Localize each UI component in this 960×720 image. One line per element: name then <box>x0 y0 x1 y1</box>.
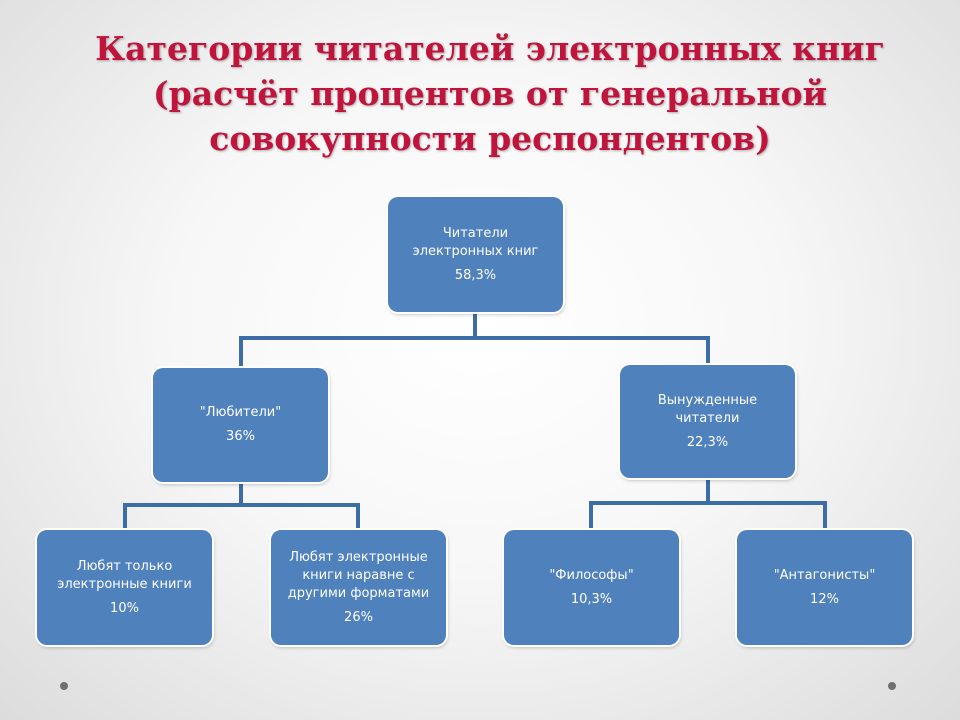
connector <box>823 501 827 530</box>
node-label: Читатели <box>442 225 509 241</box>
node-value: 10,3% <box>570 591 613 607</box>
node-antagonists: "Антагонисты" 12% <box>737 530 912 645</box>
connector <box>589 501 827 505</box>
node-label: другими форматами <box>287 585 430 601</box>
connector <box>356 503 360 530</box>
node-label: электронных книг <box>412 243 539 259</box>
node-label: "Философы" <box>549 567 634 583</box>
node-label: книги наравне с <box>302 567 415 583</box>
node-label: "Любители" <box>199 405 282 420</box>
node-value: 10% <box>110 600 139 616</box>
decorative-dot <box>888 682 896 690</box>
node-label: Вынужденные <box>657 392 758 408</box>
connector <box>589 501 593 530</box>
node-label: электронные книги <box>57 576 192 592</box>
node-value: 58,3% <box>454 267 497 283</box>
title-line: Категории читателей электронных книг <box>95 29 885 68</box>
node-philosophers: "Философы" 10,3% <box>504 530 679 645</box>
node-equal-formats: Любят электронные книги наравне с другим… <box>271 530 446 645</box>
node-label: "Антагонисты" <box>773 567 876 583</box>
slide-title: Категории читателей электронных книг (ра… <box>90 26 890 161</box>
decorative-dot <box>60 682 68 690</box>
connector <box>239 482 243 507</box>
node-value: 12% <box>810 591 839 607</box>
connector <box>239 336 710 340</box>
node-value: 22,3% <box>686 434 729 450</box>
title-line: совокупности респондентов) <box>209 119 771 158</box>
node-label: Любят электронные <box>289 549 428 565</box>
node-only-ebooks: Любят только электронные книги 10% <box>37 530 212 645</box>
connector <box>706 478 710 503</box>
node-label: читатели <box>675 410 740 426</box>
title-line: (расчёт процентов от генеральной <box>153 74 827 113</box>
node-value: 26% <box>344 609 373 625</box>
connector <box>473 312 477 340</box>
node-label: Любят только <box>76 558 173 574</box>
node-lovers: "Любители" 36% <box>153 368 328 482</box>
node-value: 36% <box>226 429 255 444</box>
node-root: Читатели электронных книг 58,3% <box>388 197 563 312</box>
connector <box>123 503 360 507</box>
connector <box>239 336 243 368</box>
node-forced: Вынужденные читатели 22,3% <box>620 365 795 478</box>
connector <box>123 503 127 530</box>
connector <box>706 336 710 365</box>
